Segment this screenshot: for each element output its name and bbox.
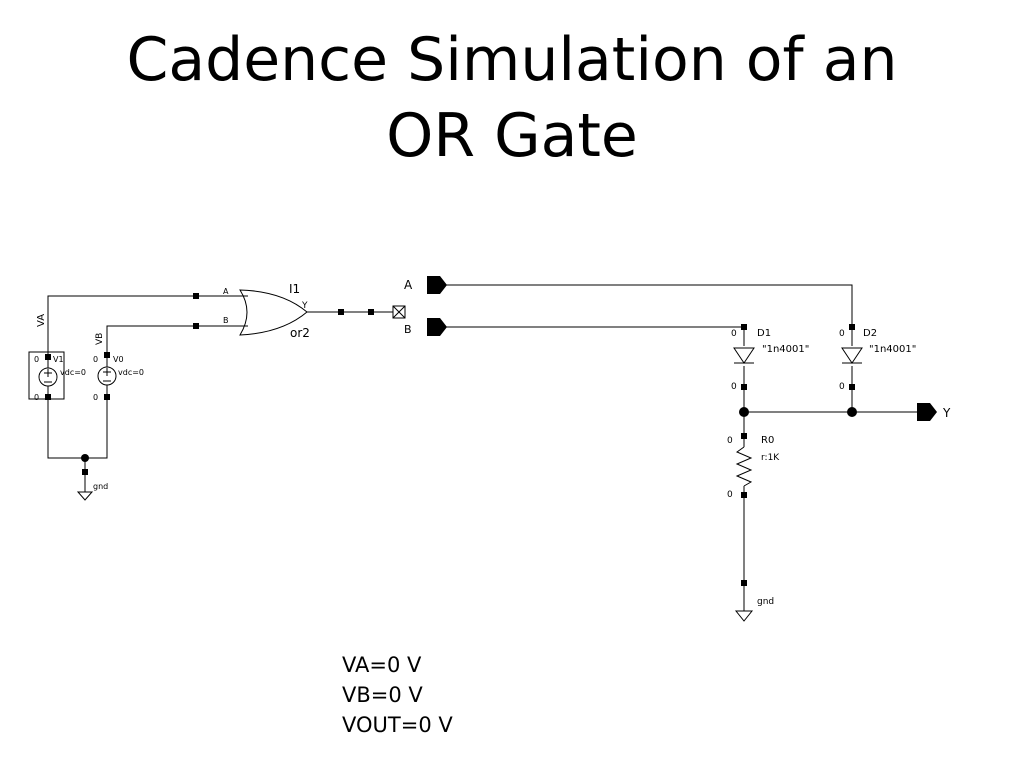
source-va-instance: V1 [53, 355, 64, 364]
d2-model: "1n4001" [869, 344, 916, 355]
simulation-results: VA=0 V VB=0 V VOUT=0 V [342, 650, 453, 740]
ground-left-symbol [76, 472, 94, 501]
gate-pin-y-label: Y [301, 301, 308, 311]
port-y-label: Y [942, 406, 951, 420]
junction-d1-node [739, 407, 749, 417]
source-va-plus-node: 0 [34, 355, 39, 364]
port-b-label: B [404, 323, 412, 336]
wire-port-b-to-d1 [444, 326, 745, 346]
pin-squares [45, 293, 855, 586]
port-b-symbol [427, 318, 447, 336]
diode-d2-symbol [841, 347, 863, 364]
port-y-symbol [917, 403, 937, 421]
source-vb-param: vdc=0 [118, 368, 144, 377]
ground-right-label: gnd [757, 597, 774, 607]
resistor-zigzag [735, 446, 753, 487]
d2-instance: D2 [863, 328, 877, 339]
resistor-node-bottom: 0 [727, 490, 733, 500]
junction-dots [81, 407, 857, 462]
slide-title: Cadence Simulation of an OR Gate [0, 22, 1024, 174]
ground-left-label: gnd [93, 482, 108, 491]
resistor-instance: R0 [761, 435, 774, 446]
resistor-value: r:1K [761, 453, 780, 463]
wire-vb-to-gate-b [106, 325, 196, 355]
gate-pin-a-label: A [223, 287, 229, 296]
junction-ground-left [81, 454, 89, 462]
result-va: VA=0 V [342, 653, 422, 677]
source-vb-minus-node: 0 [93, 393, 98, 402]
d2-node-bottom: 0 [839, 382, 845, 392]
diode-d1-symbol [733, 347, 755, 364]
result-vout: VOUT=0 V [342, 713, 453, 737]
result-vb: VB=0 V [342, 683, 423, 707]
d2-node-top: 0 [839, 329, 845, 339]
d1-model: "1n4001" [762, 344, 809, 355]
gate-pin-b-label: B [223, 316, 229, 325]
or-gate-symbol [239, 289, 308, 336]
source-va-label: VA [36, 314, 47, 327]
ground-right-symbol [734, 610, 754, 622]
or-gate-body [239, 289, 308, 336]
wires [47, 284, 917, 611]
source-vb-label: VB [95, 333, 105, 345]
port-a-symbol [427, 276, 447, 294]
wire-va-to-ground [47, 397, 85, 459]
source-va-param: vdc=0 [60, 368, 86, 377]
d1-node-top: 0 [731, 329, 737, 339]
wire-va-to-gate-a [47, 295, 196, 357]
gate-cell-label: or2 [290, 326, 310, 340]
resistor-node-top: 0 [727, 436, 733, 446]
wire-port-a-to-d2 [444, 284, 853, 346]
gate-instance-label: I1 [289, 282, 300, 296]
wire-vb-to-ground [85, 397, 108, 459]
no-connect-marker [392, 305, 406, 319]
port-a-label: A [404, 278, 413, 292]
source-vb-instance: V0 [113, 355, 124, 364]
slide-title-line-2: OR Gate [386, 101, 638, 171]
slide-title-line-1: Cadence Simulation of an [126, 25, 898, 95]
source-va-minus-node: 0 [34, 393, 39, 402]
d1-instance: D1 [757, 328, 771, 339]
source-vb-plus-node: 0 [93, 355, 98, 364]
junction-d2-node [847, 407, 857, 417]
d1-node-bottom: 0 [731, 382, 737, 392]
